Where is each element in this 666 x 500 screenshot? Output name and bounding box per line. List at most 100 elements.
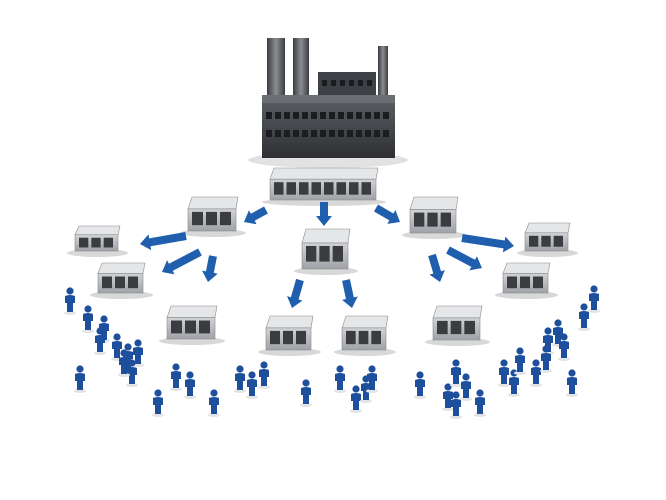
loading-door	[319, 246, 330, 262]
loading-door	[529, 235, 539, 247]
local-store	[265, 315, 314, 351]
person-icon	[111, 333, 123, 361]
factory-window	[293, 112, 299, 119]
factory-window	[340, 80, 345, 86]
person-icon	[126, 359, 138, 387]
loading-door	[349, 182, 359, 195]
loading-door	[358, 330, 369, 345]
factory-window	[311, 130, 317, 137]
person-icon	[94, 327, 106, 355]
local-store	[74, 225, 121, 252]
loading-door	[440, 212, 451, 227]
flow-arrow	[461, 234, 514, 253]
factory-window	[383, 130, 389, 137]
central-warehouse	[269, 167, 379, 201]
loading-door	[541, 235, 551, 247]
loading-door	[286, 182, 296, 195]
warehouses	[74, 167, 571, 351]
loading-door	[192, 211, 203, 226]
person-icon	[530, 359, 542, 387]
factory	[248, 38, 408, 168]
roof	[502, 262, 551, 274]
loading-door	[306, 246, 317, 262]
chimney	[293, 38, 309, 108]
roof	[269, 167, 379, 180]
person-icon	[450, 391, 462, 419]
factory-window	[349, 80, 354, 86]
loading-door	[115, 276, 125, 289]
loading-door	[507, 276, 517, 289]
roof	[166, 305, 218, 318]
loading-door	[324, 182, 334, 195]
roof	[74, 225, 121, 236]
factory-window	[302, 130, 308, 137]
person-icon	[74, 365, 86, 393]
roof	[97, 262, 146, 274]
loading-door	[270, 330, 280, 345]
factory-roof	[262, 95, 395, 103]
person-icon	[578, 303, 590, 331]
factory-window	[275, 112, 281, 119]
local-store	[524, 222, 571, 252]
loading-door	[206, 211, 217, 226]
factory-window	[356, 130, 362, 137]
person-icon	[350, 385, 362, 413]
loading-door	[336, 182, 346, 195]
roof	[432, 305, 483, 319]
flow-arrow	[373, 204, 400, 224]
factory-window	[266, 130, 272, 137]
flow-arrow	[316, 202, 332, 226]
chimney	[267, 38, 285, 108]
flow-arrow	[428, 253, 445, 282]
flow-arrow	[162, 248, 202, 275]
loading-door	[533, 276, 543, 289]
person-icon	[566, 369, 578, 397]
local-store	[432, 305, 483, 341]
person-icon	[474, 389, 486, 417]
factory-window	[329, 130, 335, 137]
roof	[341, 315, 389, 329]
loading-door	[414, 212, 425, 227]
factory-window	[329, 112, 335, 119]
person-icon	[514, 347, 526, 375]
person-icon	[498, 359, 510, 387]
customers	[64, 285, 600, 419]
regional-warehouse	[187, 196, 239, 232]
person-icon	[366, 365, 378, 393]
wall	[269, 178, 377, 201]
flow-arrow	[342, 279, 358, 308]
factory-window	[365, 130, 371, 137]
person-icon	[300, 379, 312, 407]
loading-door	[299, 182, 309, 195]
loading-door	[91, 237, 101, 248]
person-icon	[118, 349, 130, 377]
factory-window	[284, 112, 290, 119]
factory-window	[347, 112, 353, 119]
person-icon	[234, 365, 246, 393]
loading-door	[464, 320, 475, 335]
person-icon	[184, 371, 196, 399]
flow-arrow	[202, 255, 218, 282]
person-icon	[334, 365, 346, 393]
factory-window	[320, 130, 326, 137]
regional-warehouse	[409, 196, 459, 234]
regional-warehouse	[301, 228, 351, 270]
factory-window	[275, 130, 281, 137]
factory-window	[284, 130, 290, 137]
loading-door	[311, 182, 321, 195]
roof	[187, 196, 239, 210]
person-icon	[450, 359, 462, 387]
person-icon	[258, 361, 270, 389]
loading-door	[128, 276, 138, 289]
person-icon	[414, 371, 426, 399]
chimney	[378, 46, 388, 108]
person-icon	[460, 373, 472, 401]
person-icon	[152, 389, 164, 417]
factory-window	[374, 130, 380, 137]
person-icon	[588, 285, 600, 313]
loading-door	[79, 237, 89, 248]
flow-arrow	[244, 206, 268, 225]
loading-door	[427, 212, 438, 227]
person-icon	[64, 287, 76, 315]
flow-arrow	[446, 246, 482, 271]
